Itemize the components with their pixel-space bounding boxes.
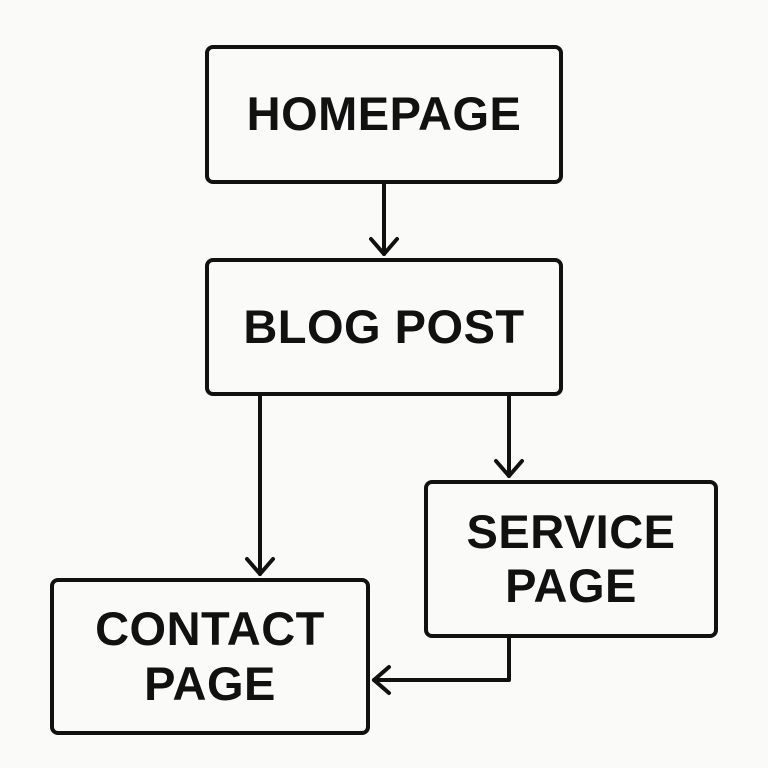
edge-blog-post-to-service-page [494, 394, 524, 478]
homepage-label: HOMEPAGE [246, 87, 522, 141]
service-page-node: SERVICE PAGE [424, 480, 718, 638]
service-page-label-line-2: PAGE [505, 559, 637, 612]
service-page-label-line-1: SERVICE [466, 504, 676, 558]
contact-page-label-line-1: CONTACT [95, 602, 325, 656]
homepage-node: HOMEPAGE [205, 45, 563, 184]
contact-page-label-line-2: PAGE [144, 656, 276, 710]
edge-blog-post-to-contact-page [245, 394, 275, 576]
blog-post-label: BLOG POST [243, 299, 525, 353]
blog-post-node: BLOG POST [205, 258, 563, 396]
edge-homepage-to-blog-post [369, 182, 399, 256]
contact-page-node: CONTACT PAGE [50, 578, 370, 735]
edge-service-page-to-contact-page [372, 636, 511, 695]
